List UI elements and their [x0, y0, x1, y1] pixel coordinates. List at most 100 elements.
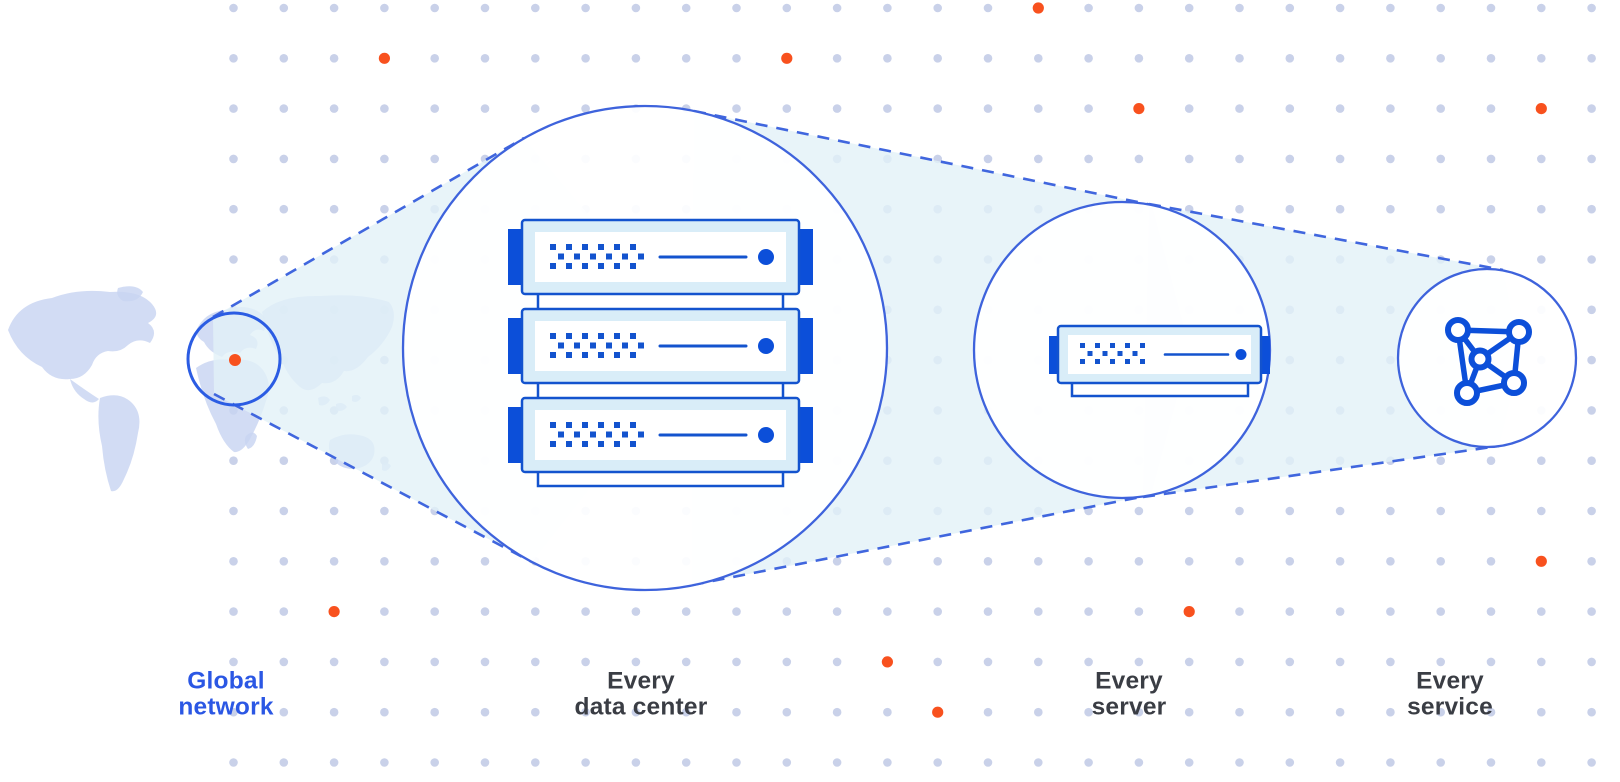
grid-dot [1486, 255, 1496, 264]
led-square [550, 263, 556, 269]
grid-dot [782, 104, 792, 113]
grid-dot [681, 657, 691, 667]
grid-dot [1084, 54, 1093, 63]
grid-dot [430, 557, 440, 566]
grid-dot [983, 607, 993, 616]
grid-dot [1486, 154, 1496, 164]
grid-dot [1486, 506, 1496, 516]
grid-dot [229, 506, 238, 516]
grid-dot [1134, 707, 1144, 717]
led-square [630, 352, 636, 358]
grid-dot [380, 607, 389, 616]
led-square [638, 342, 644, 349]
grid-dot [329, 54, 339, 63]
grid-dot [279, 255, 289, 264]
grid-dot [1335, 204, 1345, 214]
led-square [622, 342, 628, 349]
grid-dot [1335, 657, 1345, 667]
grid-dot [832, 707, 842, 717]
grid-dot [1386, 154, 1395, 164]
led-square [1140, 359, 1145, 364]
dashed-line [1148, 202, 1504, 272]
led-square [630, 441, 636, 447]
grid-dot [631, 3, 641, 13]
grid-dot [883, 3, 892, 13]
grid-dot [329, 707, 339, 717]
grid-dot [1285, 3, 1295, 13]
grid-dot [1537, 506, 1546, 516]
server-ear [508, 229, 522, 285]
grid-dot [581, 707, 590, 717]
continent-greenland [117, 286, 143, 302]
grid-dot [279, 456, 289, 466]
grid-dot [531, 104, 540, 113]
grid-dot [1184, 154, 1194, 164]
led-square [558, 431, 564, 438]
grid-dot [229, 758, 238, 767]
grid-dot [531, 3, 540, 13]
led-square [582, 422, 588, 428]
accent-dot [881, 656, 894, 668]
grid-dot [1486, 657, 1496, 667]
led-square [614, 333, 620, 339]
continent-central-america [70, 379, 99, 403]
grid-dot [983, 104, 993, 113]
grid-dot [1587, 758, 1596, 767]
led-square [598, 352, 604, 358]
led-square [598, 422, 604, 428]
led-square [630, 333, 636, 339]
grid-dot [380, 657, 389, 667]
grid-dot [480, 557, 490, 566]
grid-dot [279, 607, 289, 616]
grid-dot [1285, 758, 1295, 767]
grid-dot [531, 707, 540, 717]
grid-dot [1285, 204, 1295, 214]
led-square [630, 244, 636, 250]
grid-dot [631, 657, 641, 667]
grid-dot [883, 607, 892, 616]
accent-dot [1032, 2, 1044, 14]
accent-dot [1183, 606, 1195, 618]
grid-dot [832, 557, 842, 566]
grid-dot [380, 758, 389, 767]
grid-dot [1134, 3, 1144, 13]
led-square [1117, 351, 1123, 356]
grid-dot [883, 104, 892, 113]
grid-dot [1184, 3, 1194, 13]
grid-dot [430, 154, 440, 164]
server-led-matrix [550, 244, 644, 269]
server-ear [508, 407, 522, 463]
grid-dot [1436, 758, 1445, 767]
label-line: network [178, 693, 274, 720]
led-square [550, 333, 556, 339]
grid-dot [1184, 557, 1194, 566]
led-square [614, 441, 620, 447]
grid-dot [1285, 104, 1295, 113]
led-square [574, 342, 580, 349]
grid-dot [329, 506, 339, 516]
label-every-data-center: Every data center [575, 668, 708, 720]
led-square [550, 441, 556, 447]
server-ear [508, 318, 522, 374]
server-ear [1049, 336, 1058, 374]
grid-dot [1235, 607, 1244, 616]
grid-dot [1436, 104, 1445, 113]
led-square [614, 422, 620, 428]
grid-dot [933, 54, 942, 63]
dashed-line [213, 392, 533, 564]
grid-dot [1034, 104, 1043, 113]
zoom-focus-ring [186, 311, 282, 407]
rack-unit [508, 307, 813, 385]
grid-dot [681, 54, 691, 63]
grid-dot [1084, 557, 1093, 566]
grid-dot [983, 758, 993, 767]
server-power-dot [758, 427, 774, 443]
grid-dot [983, 557, 993, 566]
led-square [582, 244, 588, 250]
grid-dot [1537, 255, 1546, 264]
server-power-dot [1235, 349, 1247, 360]
grid-dot [1134, 506, 1144, 516]
grid-dot [1587, 506, 1596, 516]
grid-dot [1335, 3, 1345, 13]
